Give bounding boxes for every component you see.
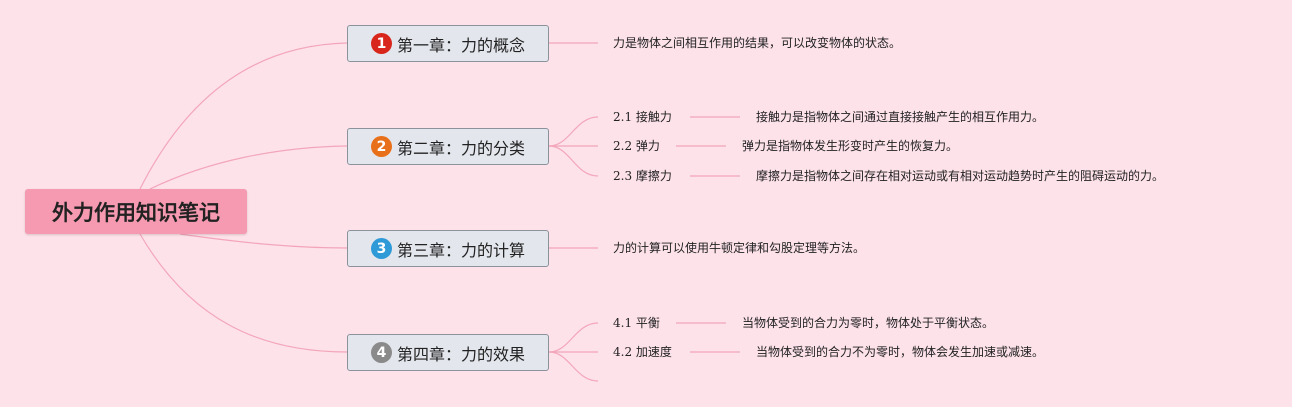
subtopic-4-2-description[interactable]: 当物体受到的合力不为零时，物体会发生加速或减速。 [756,345,1045,359]
subtopic-2-3-description[interactable]: 摩擦力是指物体之间存在相对运动或有相对运动趋势时产生的阻碍运动的力。 [756,169,1165,183]
chapter-1-title: 第一章：力的概念 [396,35,525,55]
link-ch4-sub1 [548,322,599,353]
link-root-ch2 [149,145,348,190]
chapter-1-node[interactable]: 1 第一章：力的概念 [347,25,549,62]
subtopic-4-1-description[interactable]: 当物体受到的合力为零时，物体处于平衡状态。 [742,316,995,330]
chapter-3-badge-icon: 3 [370,238,392,259]
subtopic-2-1-description[interactable]: 接触力是指物体之间通过直接接触产生的相互作用力。 [756,110,1045,124]
subtopic-2-2-description[interactable]: 弹力是指物体发生形变时产生的恢复力。 [742,139,959,153]
subtopic-2-1-label[interactable]: 2.1 接触力 [613,110,672,124]
root-title: 外力作用知识笔记 [52,200,220,225]
chapter-3-description[interactable]: 力的计算可以使用牛顿定律和勾股定理等方法。 [613,241,866,255]
subtopic-4-1-label[interactable]: 4.1 平衡 [613,316,660,330]
subtopic-2-3-label[interactable]: 2.3 摩擦力 [613,169,672,183]
chapter-2-badge-icon: 2 [370,136,392,157]
link-root-ch1 [139,42,348,190]
chapter-4-badge-icon: 4 [370,342,392,363]
chapter-3-title: 第三章：力的计算 [396,240,525,260]
link-root-ch3 [179,233,348,249]
chapter-2-node[interactable]: 2 第二章：力的分类 [347,128,549,165]
chapter-2-title: 第二章：力的分类 [396,138,525,158]
subtopic-4-2-label[interactable]: 4.2 加速度 [613,345,672,359]
subtopic-2-2-label[interactable]: 2.2 弹力 [613,139,660,153]
link-ch4-sub3 [548,351,599,382]
link-root-ch4 [139,233,348,353]
link-ch2-sub1 [548,116,599,147]
chapter-4-node[interactable]: 4 第四章：力的效果 [347,334,549,371]
chapter-3-node[interactable]: 3 第三章：力的计算 [347,230,549,267]
chapter-1-badge-icon: 1 [370,33,392,54]
root-topic[interactable]: 外力作用知识笔记 [25,189,247,234]
link-ch2-sub3 [548,145,599,177]
chapter-1-description[interactable]: 力是物体之间相互作用的结果，可以改变物体的状态。 [613,36,902,50]
chapter-4-title: 第四章：力的效果 [396,344,525,364]
